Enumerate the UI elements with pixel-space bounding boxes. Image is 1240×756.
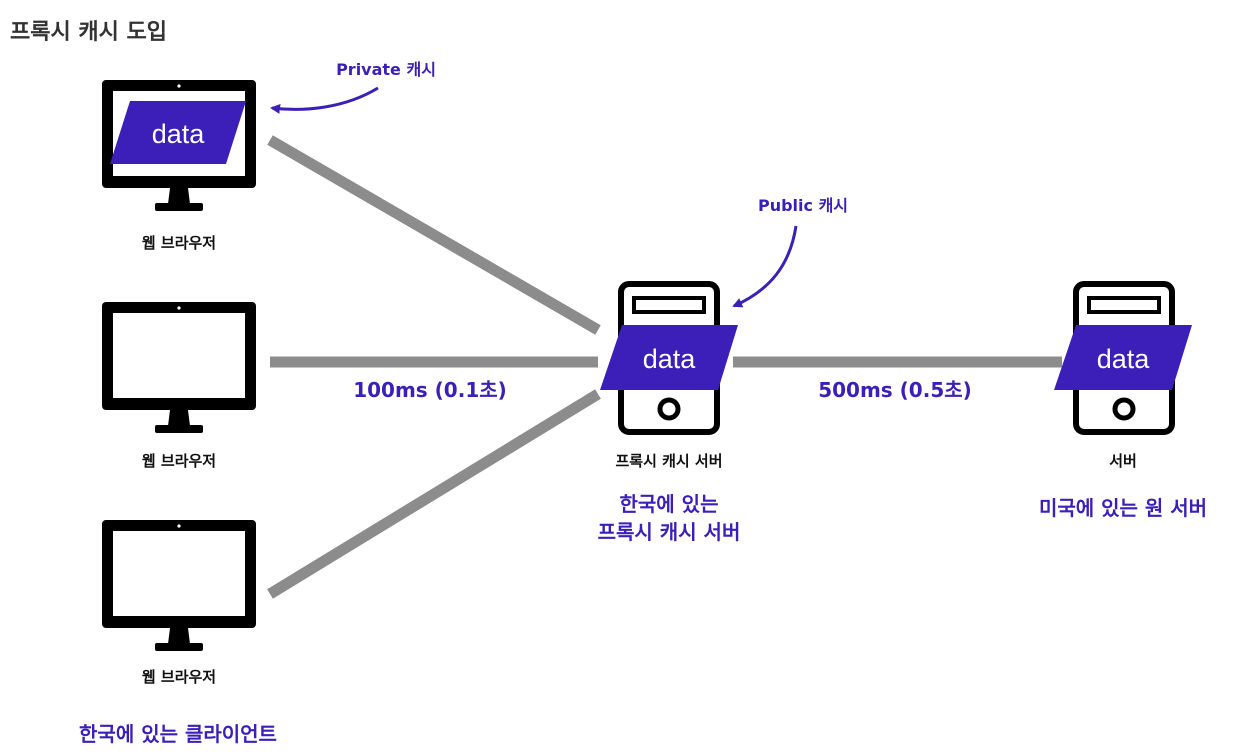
latency-proxy-origin: 500ms (0.5초) <box>818 378 972 402</box>
proxy-caption-line2: 프록시 캐시 서버 <box>597 520 741 544</box>
arrow-public-cache <box>732 225 798 308</box>
origin-caption: 미국에 있는 원 서버 <box>1038 496 1208 520</box>
private-cache-note: Private 캐시 <box>336 60 436 79</box>
proxy-server-label: 프록시 캐시 서버 <box>615 452 723 470</box>
arrow-private-cache <box>270 86 379 114</box>
client-label-3: 웹 브라우저 <box>141 668 217 686</box>
monitor-icon-client2 <box>102 302 256 433</box>
public-cache-note: Public 캐시 <box>757 196 849 215</box>
proxy-caption-line1: 한국에 있는 <box>619 492 719 516</box>
monitor-icon-client3 <box>102 520 256 651</box>
data-badge-proxy: data <box>600 325 738 390</box>
client-label-2: 웹 브라우저 <box>141 452 217 470</box>
client-label-1: 웹 브라우저 <box>141 234 217 252</box>
data-badge-client: data <box>110 101 246 164</box>
page-title: 프록시 캐시 도입 <box>10 20 167 45</box>
latency-client-proxy: 100ms (0.1초) <box>353 378 507 402</box>
clients-caption: 한국에 있는 클라이언트 <box>79 722 277 746</box>
connection-line-client1-proxy <box>267 135 601 335</box>
svg-text:data: data <box>1097 344 1151 374</box>
svg-text:data: data <box>643 344 697 374</box>
origin-server-label: 서버 <box>1109 452 1137 470</box>
connection-line-client3-proxy <box>267 389 601 599</box>
proxy-caption: 한국에 있는 프록시 캐시 서버 <box>598 490 741 546</box>
data-badge-origin: data <box>1054 325 1192 390</box>
svg-text:data: data <box>152 119 206 149</box>
